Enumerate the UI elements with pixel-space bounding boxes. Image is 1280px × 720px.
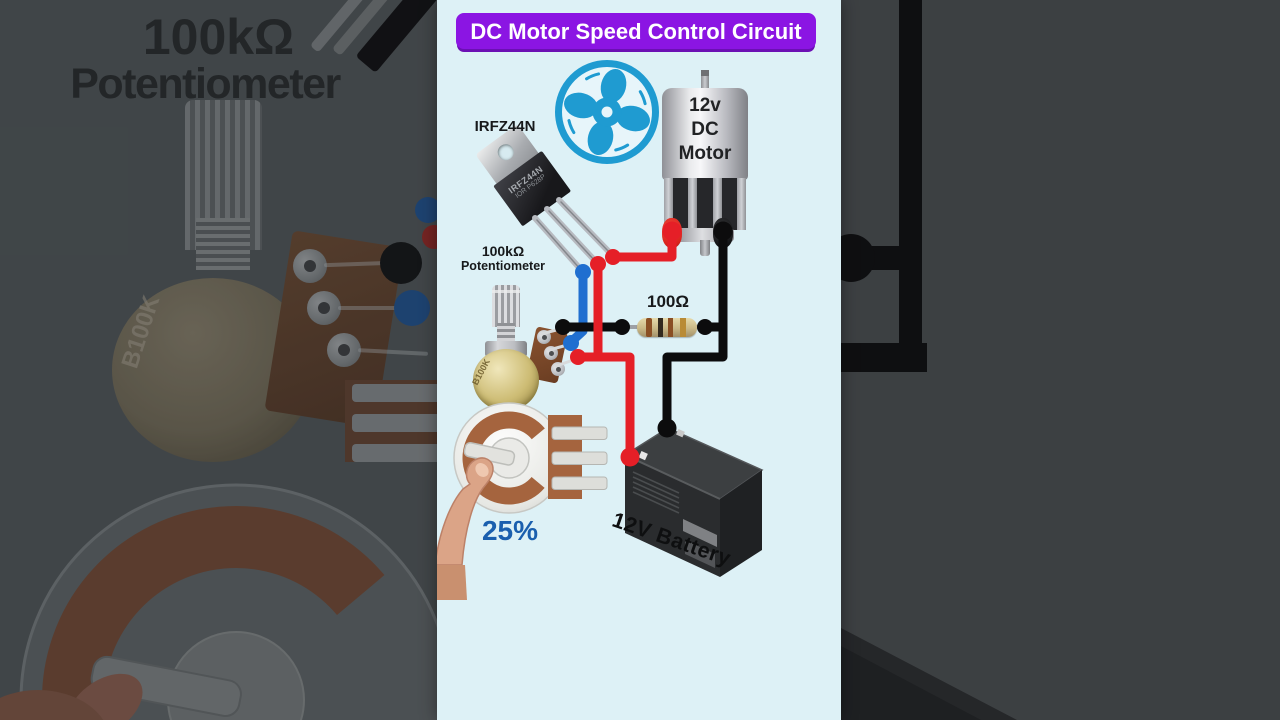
pot-label-line2: Potentiometer [460,259,546,273]
bg-dial-pointer [90,655,242,718]
pot-label-line1: 100kΩ [481,243,525,259]
bg-pot-marking: B100K [116,292,166,372]
battery-12v [623,427,764,577]
wire-red-power [570,221,682,467]
bg-wire-stub [841,246,913,270]
motor-label: 12v DC Motor [662,94,748,166]
wire-black-ground [555,221,733,438]
bg-dial-disk [19,483,437,720]
pot-body [473,349,539,411]
bg-hand [0,690,104,720]
wiring-layer [437,197,764,600]
background-left: 100kΩ Potentiometer B100K [0,0,437,720]
motor-shaft [701,70,709,96]
dial-pin [551,476,608,490]
motor-vents [664,178,746,230]
bg-pot-lug [327,333,361,367]
bg-wirelet [357,348,429,356]
pointing-finger-icon [437,457,494,600]
mosfet-label: IRFZ44N [474,118,536,135]
bg-wire-dot-red [422,225,437,249]
bg-battery-edge [841,628,1017,720]
pot-shaft [492,285,520,327]
resistor-band [680,318,686,337]
resistor-band [658,318,663,337]
bg-dial-terminal-block [345,380,437,462]
bg-pot-lug [293,249,327,283]
bg-dial-graphic [0,380,437,720]
bg-dial-track [42,506,430,720]
bg-wire-dot-black [841,234,875,282]
bg-dial-pin [352,444,437,462]
motor-label-line2: DC [691,119,719,140]
motor-label-line3: Motor [678,143,732,164]
dial-percent-label: 25% [481,515,539,546]
bg-pot-lug [307,291,341,325]
battery-vent-lines [632,471,680,514]
resistor-label: 100Ω [647,292,689,311]
fan-icon [555,60,659,164]
bg-wirelet [338,306,400,310]
bg-pot-label-line1: 100kΩ [142,9,295,65]
fingernail [475,463,489,477]
bg-pot-tab [264,230,404,428]
wire-blue-gate [563,264,591,351]
bg-pot-bushing [196,218,250,270]
bg-pot-shaft [185,100,262,250]
bg-battery-face [841,646,981,720]
motor-shaft-stub [700,240,710,256]
pot-label: 100kΩ Potentiometer [443,244,563,274]
bg-leg-diagonal [331,0,394,56]
resistor-band [646,318,652,337]
background-right [841,0,1280,720]
potentiometer: B100K [459,283,569,411]
bg-wire-stub [841,343,927,372]
circuit-panel: DC Motor Speed Control Circuit 12v DC Mo… [437,0,841,720]
bg-pot-nut [150,252,292,308]
bg-dial-pin [352,414,437,432]
battery-terminal-mark [676,429,685,438]
battery-terminal-mark [638,451,648,461]
bg-wirelet [323,260,391,268]
bg-finger [67,673,143,720]
component-leads [532,197,707,368]
bg-wire-dot-black [380,242,422,284]
resistor-band [668,318,673,337]
bg-pot-body [112,278,314,462]
bg-wire-dot-blue [415,197,437,223]
bg-wire-diagonal [355,0,437,73]
bg-wire-dot-blue [394,290,430,326]
motor-body [662,88,748,180]
dial-pin [551,426,608,440]
bg-dial-hub [167,631,305,720]
battery-label-strip [683,519,717,547]
resistor-100ohm [637,318,697,337]
bg-dial-pin [352,384,437,402]
bg-wire-vertical [899,0,922,372]
bg-pot-label-line2: Potentiometer [70,60,341,108]
motor-label-line1: 12v [689,95,721,116]
title-banner: DC Motor Speed Control Circuit [456,13,816,49]
bg-battery-corner [841,628,1017,720]
bg-leg-diagonal [309,0,368,53]
dial-pin [551,451,608,465]
